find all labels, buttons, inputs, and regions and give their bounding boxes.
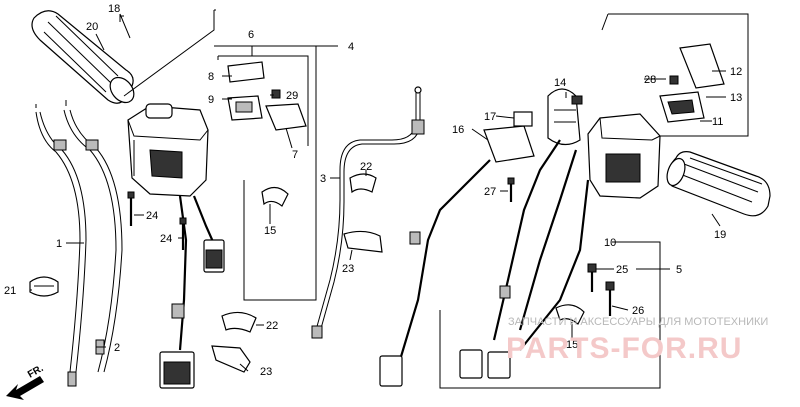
right-wiring-harness xyxy=(379,139,590,387)
callout-11: 11 xyxy=(712,116,723,128)
cable-clips xyxy=(211,173,383,373)
watermark-line2: PARTS-FOR.RU xyxy=(506,332,742,365)
callout-28: 28 xyxy=(644,74,656,86)
right-switch-housing xyxy=(483,43,725,199)
callout-15c: 15 xyxy=(566,339,578,351)
direction-label: FR. xyxy=(26,363,46,381)
group-boxes xyxy=(119,9,749,389)
clutch-cable xyxy=(311,86,425,339)
right-grip xyxy=(666,151,771,217)
callout-22a: 22 xyxy=(360,161,372,173)
callout-26: 26 xyxy=(632,305,644,317)
callout-15a: 15 xyxy=(264,225,276,237)
callout-19: 19 xyxy=(714,229,726,241)
callout-24a: 24 xyxy=(146,210,158,222)
callout-14: 14 xyxy=(554,77,566,89)
callout-20: 20 xyxy=(86,21,98,33)
screws xyxy=(127,191,187,250)
callout-22b: 22 xyxy=(266,320,278,332)
callout-7: 7 xyxy=(292,149,298,161)
callout-5: 5 xyxy=(676,264,682,276)
callout-23b: 23 xyxy=(260,366,272,378)
switch-subparts xyxy=(227,61,307,131)
callout-17: 17 xyxy=(484,111,496,123)
callout-3: 3 xyxy=(320,173,326,185)
callout-16: 16 xyxy=(452,124,464,136)
watermark-line1: ЗАПЧАСТИ И АКСЕССУАРЫ ДЛЯ МОТОТЕХНИКИ xyxy=(508,316,768,328)
callout-9: 9 xyxy=(208,94,214,106)
left-switch-housing xyxy=(127,103,225,389)
screw-27 xyxy=(507,177,515,185)
callout-1: 1 xyxy=(56,238,62,250)
screws-25-26 xyxy=(555,263,615,325)
callout-21: 21 xyxy=(4,285,16,297)
callout-6: 6 xyxy=(248,29,254,41)
callout-4: 4 xyxy=(348,41,354,53)
callout-29: 29 xyxy=(286,90,298,102)
watermark: ЗАПЧАСТИ И АКСЕССУАРЫ ДЛЯ МОТОТЕХНИКИ PA… xyxy=(506,316,768,365)
leader-lines xyxy=(30,15,726,372)
callout-8: 8 xyxy=(208,71,214,83)
callout-27: 27 xyxy=(484,186,496,198)
callout-2: 2 xyxy=(114,342,120,354)
callout-24b: 24 xyxy=(160,233,172,245)
callout-12: 12 xyxy=(730,66,742,78)
callout-labels: 1 2 3 4 5 6 7 8 9 10 11 12 13 14 15 15 1… xyxy=(4,3,742,378)
front-direction-arrow: FR. xyxy=(6,363,46,400)
left-grip xyxy=(31,10,135,104)
cable-clamp xyxy=(29,276,59,297)
callout-10: 10 xyxy=(604,237,616,249)
callout-23a: 23 xyxy=(342,263,354,275)
callout-25: 25 xyxy=(616,264,628,276)
callout-13: 13 xyxy=(730,92,742,104)
callout-18: 18 xyxy=(108,3,120,15)
